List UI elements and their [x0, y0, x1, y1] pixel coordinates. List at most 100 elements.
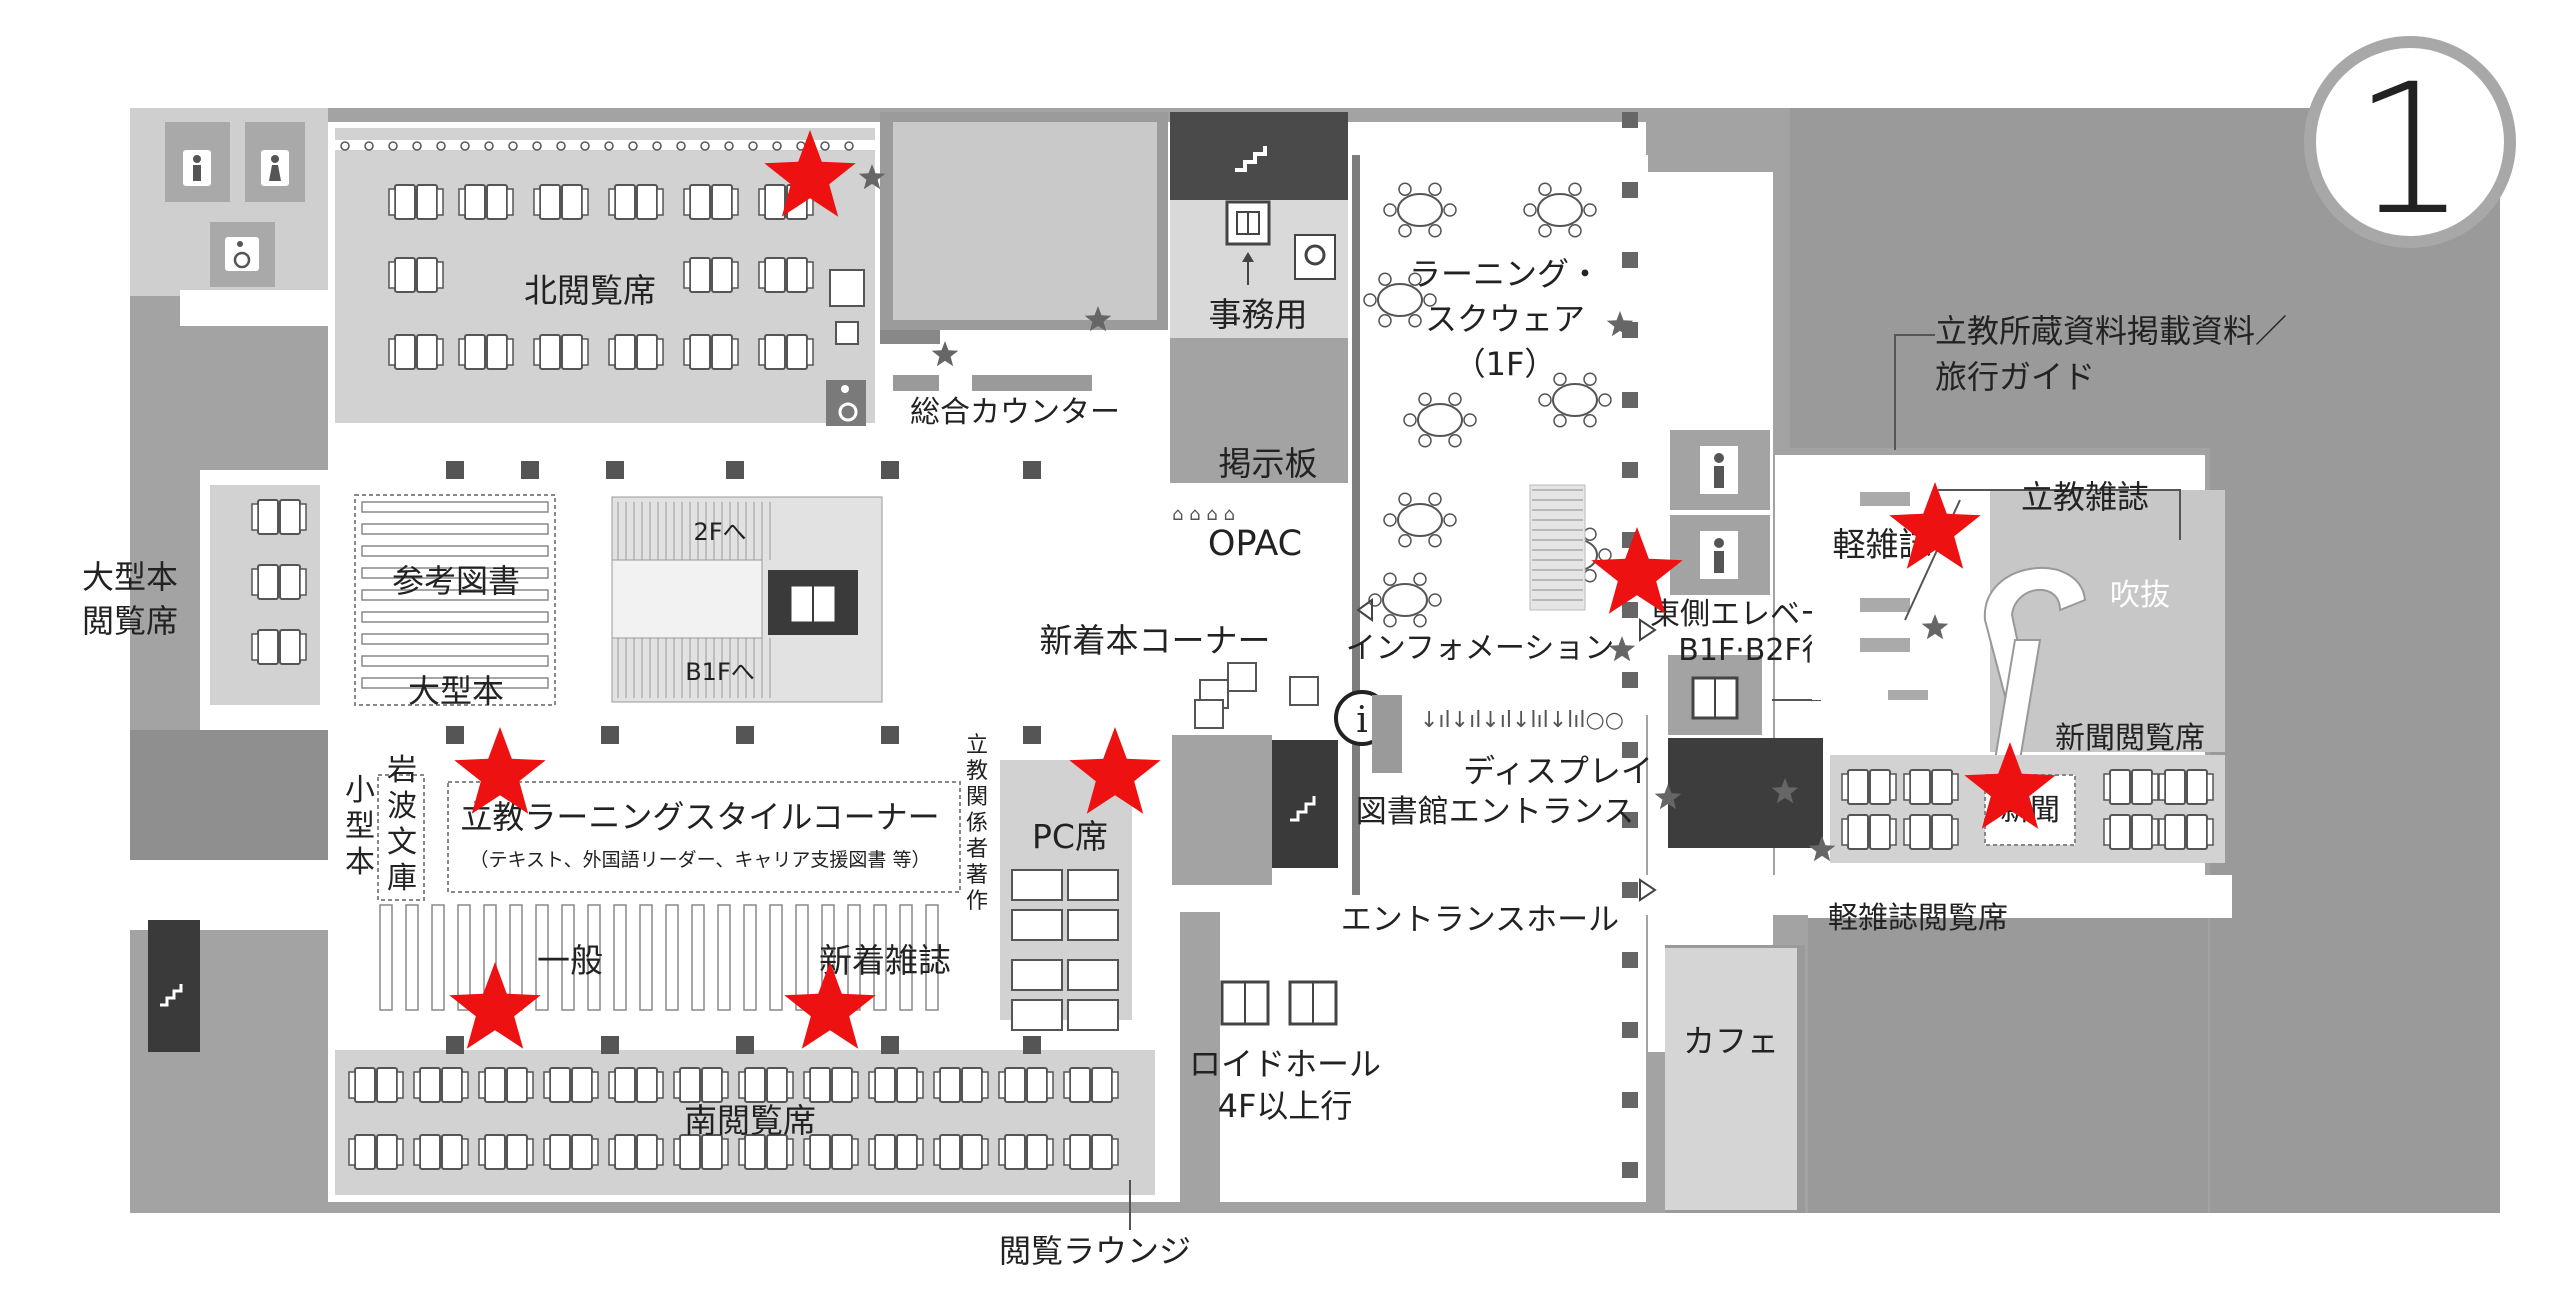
chair: [299, 633, 307, 661]
chair: [1063, 1071, 1071, 1099]
pillar: [1622, 252, 1638, 268]
table: [689, 257, 711, 293]
round-table: [1537, 193, 1583, 227]
stool: [1523, 203, 1537, 217]
large-book-reading-label-1: 大型本: [82, 558, 178, 596]
table: [614, 1067, 636, 1103]
rikkyo-materials-label-2: 旅行ガイド: [1935, 358, 2095, 396]
stool: [1418, 392, 1432, 406]
seat: [652, 141, 662, 151]
chair: [868, 1138, 876, 1166]
seat: [556, 141, 566, 151]
magazines-leader-line: [1938, 489, 2181, 540]
seat: [580, 141, 590, 151]
shelf: [639, 904, 653, 1011]
table: [786, 334, 808, 370]
chair: [758, 338, 766, 366]
general-counter-label: 総合カウンター: [910, 395, 1120, 430]
south-reading-label: 南閲覧席: [684, 1101, 816, 1140]
table: [1931, 814, 1953, 850]
table: [614, 184, 636, 220]
gray-star-marker: [1608, 636, 1636, 662]
chair: [803, 1071, 811, 1099]
shelf: [795, 904, 809, 1011]
iwanami-label-3: 文: [387, 825, 417, 860]
chair: [396, 1071, 404, 1099]
chair: [2151, 818, 2159, 846]
table: [416, 184, 438, 220]
chair: [2158, 818, 2166, 846]
learning-square-divider: [1352, 155, 1360, 895]
pillar: [1622, 392, 1638, 408]
round-table: [1417, 403, 1463, 437]
table: [394, 184, 416, 220]
chair: [683, 261, 691, 289]
stool: [1598, 393, 1612, 407]
chair: [656, 188, 664, 216]
chair: [1889, 818, 1897, 846]
shelf: [665, 904, 679, 1011]
chair: [851, 1071, 859, 1099]
iwanami-label-4: 庫: [387, 861, 417, 896]
table: [689, 334, 711, 370]
round-table: [1397, 503, 1443, 537]
chair: [1046, 1138, 1054, 1166]
table: [464, 334, 486, 370]
library-entrance-label: 図書館エントランス: [1356, 794, 1634, 830]
chair: [656, 1138, 664, 1166]
shelf: [899, 904, 913, 1011]
stool: [1568, 224, 1582, 238]
iwanami-shelf: [377, 774, 425, 901]
stool: [1428, 492, 1442, 506]
table: [354, 1134, 376, 1170]
chair: [608, 1071, 616, 1099]
table: [257, 499, 279, 535]
stool: [1383, 513, 1397, 527]
learning-square-label-2: スクウェア: [1425, 300, 1585, 338]
reference-shelves: [354, 494, 556, 706]
small-books-label-1: 小: [345, 773, 375, 808]
chair: [683, 188, 691, 216]
stair-icon-north: [1235, 146, 1267, 172]
seat: [508, 141, 518, 151]
pillar: [881, 726, 899, 744]
rikkyo-related-label-6: 著: [966, 863, 988, 888]
table: [874, 1134, 896, 1170]
stool: [1428, 182, 1442, 196]
table: [1091, 1067, 1113, 1103]
chair: [2151, 773, 2159, 801]
pillar: [1023, 726, 1041, 744]
table: [711, 184, 733, 220]
chair: [933, 1138, 941, 1166]
rikkyo-related-label-1: 立: [966, 733, 988, 758]
stool: [1418, 434, 1432, 448]
seat: [436, 141, 446, 151]
rikkyo-related-label-7: 作: [966, 889, 988, 914]
stool: [1448, 392, 1462, 406]
display-stands: ↓ıl↓ıl↓ıl↓lıl↓lıl○○: [1420, 708, 1624, 733]
shelf: [873, 904, 887, 1011]
chair: [851, 1138, 859, 1166]
chair: [2103, 773, 2111, 801]
floor-number-badge: 1: [2304, 36, 2516, 255]
table: [2186, 769, 2208, 805]
stool: [1398, 492, 1412, 506]
pillar: [1622, 812, 1638, 828]
shelf: [361, 567, 549, 579]
pc-desk: [1011, 999, 1063, 1031]
chair: [608, 338, 616, 366]
chair: [458, 188, 466, 216]
shelf: [743, 904, 757, 1011]
chair: [581, 338, 589, 366]
chair: [2103, 818, 2111, 846]
gray-star-marker: [931, 341, 959, 367]
table: [939, 1067, 961, 1103]
table: [484, 1067, 506, 1103]
entrance-wall: [1172, 735, 1272, 885]
chair: [803, 1138, 811, 1166]
chair: [526, 1071, 534, 1099]
shelf: [561, 904, 575, 1011]
table: [394, 257, 416, 293]
table: [764, 257, 786, 293]
red-star-marker: [764, 130, 856, 217]
